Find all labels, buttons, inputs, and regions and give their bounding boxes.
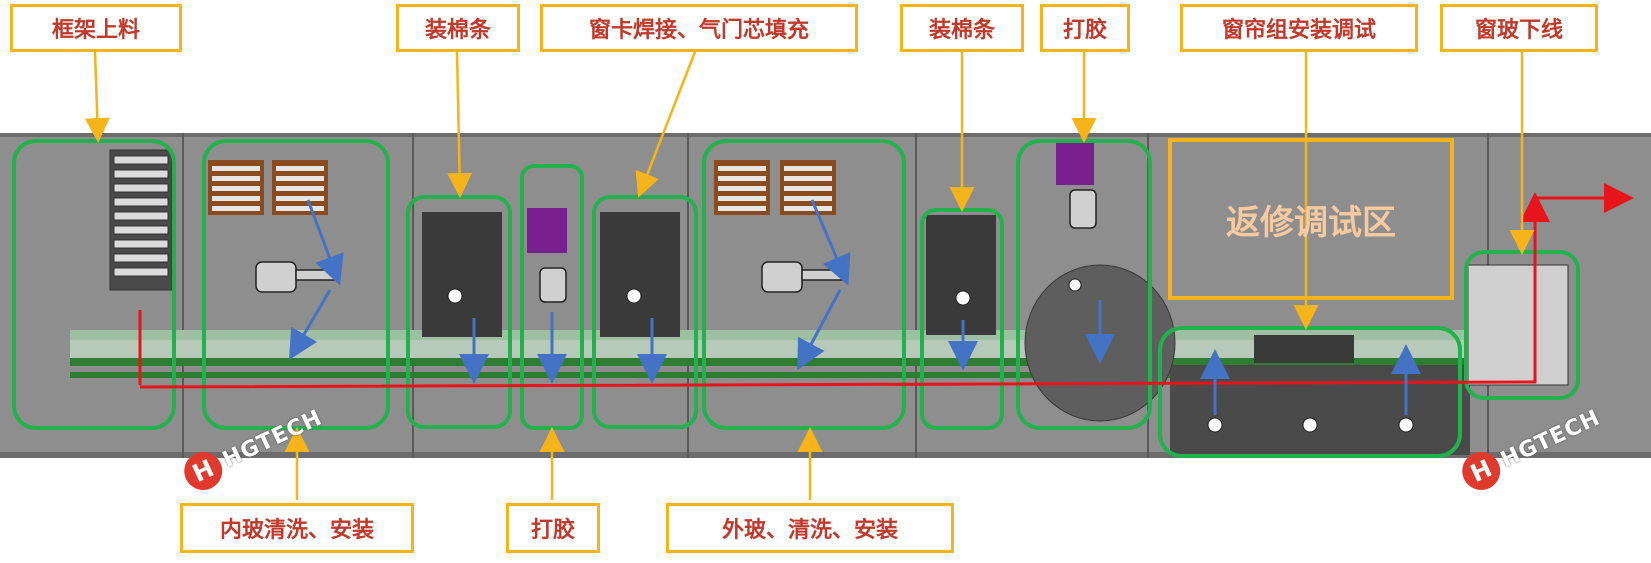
callout-text: 框架上料 (51, 18, 140, 43)
callout-leaders (84, 51, 1535, 500)
floor-stripe-top (0, 133, 1651, 137)
frame-rack (109, 149, 173, 291)
repair-zone: 返修调试区 (1168, 138, 1454, 300)
gluing-unit-1 (527, 208, 567, 253)
gluing-unit-2 (1056, 140, 1094, 185)
robot-arm-icon (255, 189, 1097, 303)
callout-text: 外玻、清洗、安装 (721, 518, 898, 543)
callout-text: 内玻清洗、安装 (219, 518, 374, 543)
callout-text: 窗玻下线 (1474, 18, 1563, 43)
repair-zone-label: 返修调试区 (1226, 202, 1396, 243)
callout-cotton-strip-2: 装棉条 (900, 4, 1024, 52)
flow-arrow-icon (138, 183, 1634, 389)
callout-window-offline: 窗玻下线 (1440, 4, 1598, 52)
glass-racks (208, 160, 836, 215)
callout-text: 装棉条 (424, 18, 491, 43)
callout-cotton-strip-1: 装棉条 (396, 4, 520, 52)
callout-outer-glass: 外玻、清洗、安装 (666, 503, 954, 553)
callout-frame-loading: 框架上料 (10, 4, 182, 52)
callout-text: 窗帘组安装调试 (1221, 18, 1376, 43)
callout-text: 装棉条 (928, 18, 995, 43)
floor-stripe-bottom (0, 452, 1651, 458)
callout-gluing-top: 打胶 (1040, 4, 1130, 52)
callout-text: 窗卡焊接、气门芯填充 (588, 18, 809, 43)
callout-gluing-bottom: 打胶 (506, 503, 600, 553)
fixtures (447, 278, 1414, 433)
robot-motion-arrows (288, 199, 1421, 415)
callout-text: 打胶 (1062, 18, 1107, 43)
callout-curtain-install: 窗帘组安装调试 (1180, 4, 1418, 52)
callout-clip-welding: 窗卡焊接、气门芯填充 (540, 4, 858, 52)
offline-table (1467, 264, 1569, 386)
callout-inner-glass: 内玻清洗、安装 (180, 503, 414, 553)
callout-text: 打胶 (530, 518, 575, 543)
machine-bodies (422, 212, 1470, 455)
